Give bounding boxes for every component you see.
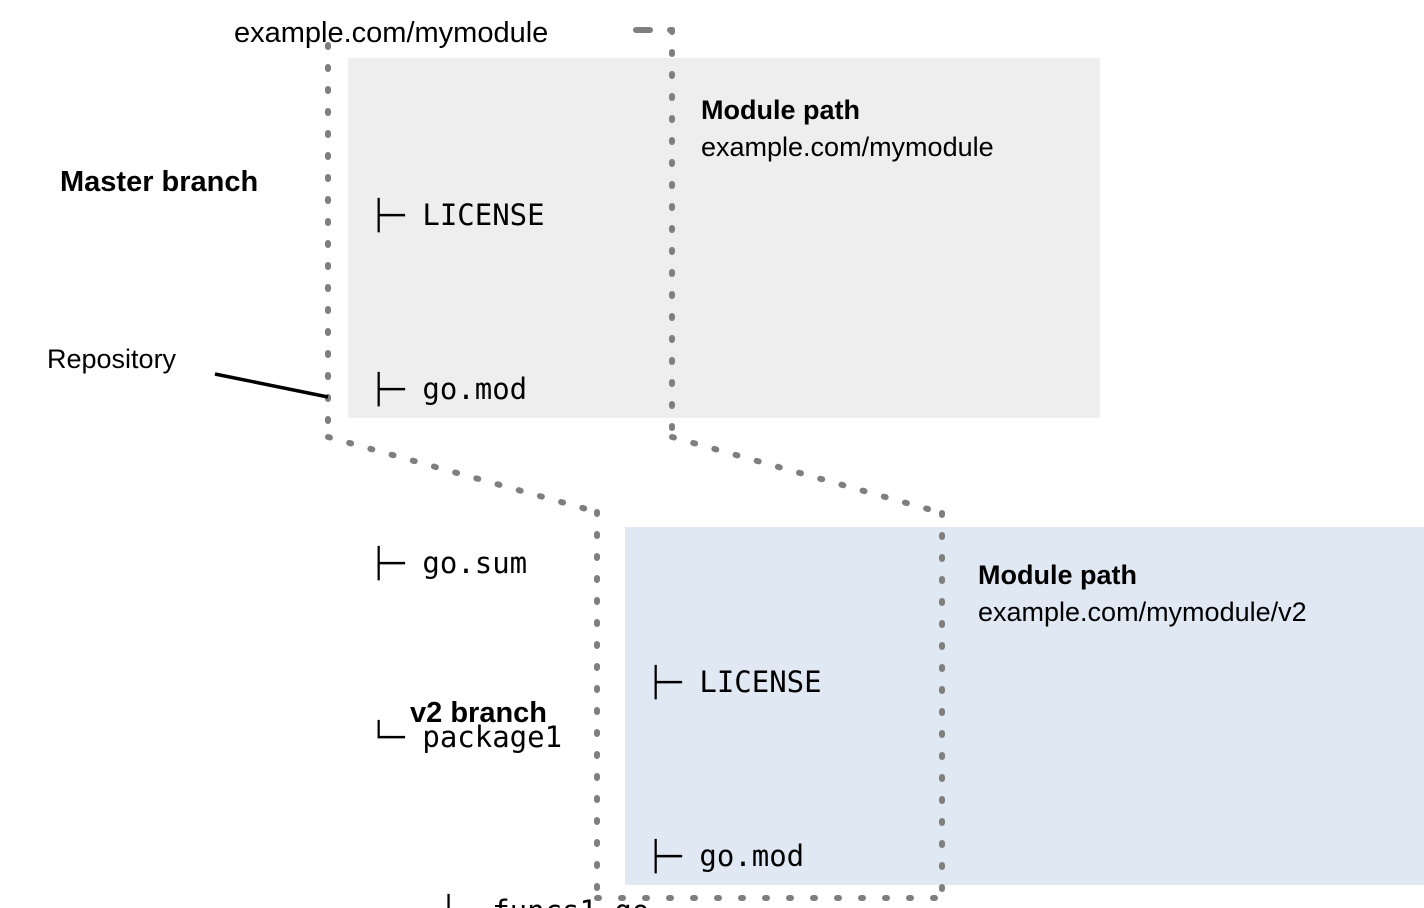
callout-value: example.com/mymodule/v2 [978, 597, 1307, 627]
tree-line: └─ package1 [370, 720, 563, 754]
tree-line: ├─ go.sum [370, 546, 528, 580]
master-branch-panel [348, 58, 1100, 418]
callout-value: example.com/mymodule [701, 132, 994, 162]
repository-leader-line [214, 372, 329, 399]
master-branch-label: Master branch [60, 166, 259, 198]
dotted-diagonal-right [669, 434, 945, 516]
tree-line: ├─ funcs1.go [370, 882, 650, 908]
v2-branch-panel [625, 527, 1424, 885]
v2-module-path-callout: Module path example.com/mymodule/v2 [978, 557, 1307, 631]
master-module-path-callout: Module path example.com/mymodule [701, 92, 994, 166]
v2-branch-file-tree: ├─ LICENSE ├─ go.mod ├─ go.sum └─ packag… [647, 537, 926, 908]
tree-line: ├─ go.mod [647, 839, 805, 873]
tree-line: ├─ LICENSE [647, 665, 822, 699]
master-branch-file-tree: ├─ LICENSE ├─ go.mod ├─ go.sum └─ packag… [370, 70, 649, 908]
callout-title: Module path [701, 95, 860, 125]
repository-url-label: example.com/mymodule [234, 17, 549, 49]
callout-title: Module path [978, 560, 1137, 590]
tree-line: ├─ LICENSE [370, 198, 545, 232]
v2-branch-label: v2 branch [410, 697, 547, 729]
repository-label: Repository [47, 344, 177, 374]
tree-line: ├─ go.mod [370, 372, 528, 406]
